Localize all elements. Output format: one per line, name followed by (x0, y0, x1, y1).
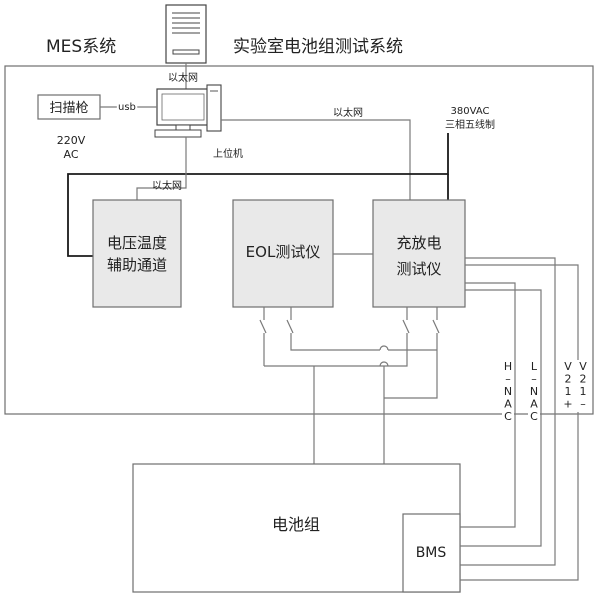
battery-pack-label: 电池组 (272, 515, 320, 534)
signal-label-h-nac-char: N (504, 385, 512, 398)
signal-label-h-nac-char: H (504, 360, 512, 373)
bms-box (402, 513, 461, 593)
charger-tester-box (372, 199, 466, 308)
signal-label-bg (577, 360, 589, 412)
power-380v-label: 380VAC (451, 106, 490, 117)
signal-label-l-nac-char: N (530, 385, 538, 398)
ethernet-label-aux: 以太网 (152, 179, 182, 192)
signal-label-v21m-char: V (579, 360, 587, 373)
charger-tester-label-2: 测试仪 (396, 260, 441, 278)
host-pc-label: 上位机 (213, 147, 243, 160)
signal-label-v21m-char: 2 (580, 373, 587, 386)
signal-label-bg (562, 360, 574, 412)
scanner-label: 扫描枪 (49, 100, 88, 116)
signal-label-h-nac-char: – (505, 373, 511, 386)
mes-system-title: MES系统 (46, 37, 116, 57)
signal-label-v21m-char: – (580, 398, 586, 411)
signal-line-h-nac (460, 282, 516, 528)
ethernet-label-top: 以太网 (168, 71, 198, 84)
signal-label-h-nac-char: A (504, 398, 512, 411)
aux-channel-box (92, 199, 182, 308)
charger-switch-outputs (264, 307, 440, 399)
power-380v-phase-label: 三相五线制 (445, 118, 495, 131)
power-bus-line (67, 133, 449, 257)
power-220v-label: 220V (57, 134, 86, 147)
signal-label-l-nac-char: – (531, 373, 537, 386)
charger-tester-label-1: 充放电 (396, 234, 441, 252)
signal-label-h-nac-char: C (504, 410, 512, 423)
pc-aux-ethernet-link (136, 137, 187, 200)
lab-system-title: 实验室电池组测试系统 (233, 37, 403, 57)
signal-line-l-nac (460, 289, 542, 547)
signal-label-v21p-char: 1 (565, 385, 572, 398)
bms-label: BMS (416, 545, 447, 561)
eol-tester-label: EOL测试仪 (246, 243, 321, 261)
ethernet-label-right: 以太网 (333, 106, 363, 119)
signal-label-l-nac-char: L (531, 360, 538, 373)
usb-label: usb (118, 102, 136, 113)
eol-switch-outputs (259, 307, 437, 366)
crossover-arc (379, 361, 389, 367)
aux-channel-label-1: 电压温度 (107, 234, 167, 252)
desktop-computer-icon (154, 84, 222, 138)
signal-label-v21p-char: V (564, 360, 572, 373)
signal-line-v21-minus (460, 264, 579, 581)
signal-label-v21m-char: 1 (580, 385, 587, 398)
signal-label-bg (502, 360, 514, 425)
signal-label-v21p-char: 2 (565, 373, 572, 386)
signal-label-l-nac-char: C (530, 410, 538, 423)
signal-label-l-nac-char: A (530, 398, 538, 411)
aux-channel-label-2: 辅助通道 (107, 256, 167, 274)
signal-label-bg (528, 360, 540, 425)
server-tower-icon (165, 4, 207, 64)
power-220v-ac-label: AC (63, 148, 78, 161)
signal-line-v21-plus (460, 257, 556, 566)
signal-label-v21p-char: + (563, 398, 572, 411)
scanner-box (37, 94, 101, 120)
